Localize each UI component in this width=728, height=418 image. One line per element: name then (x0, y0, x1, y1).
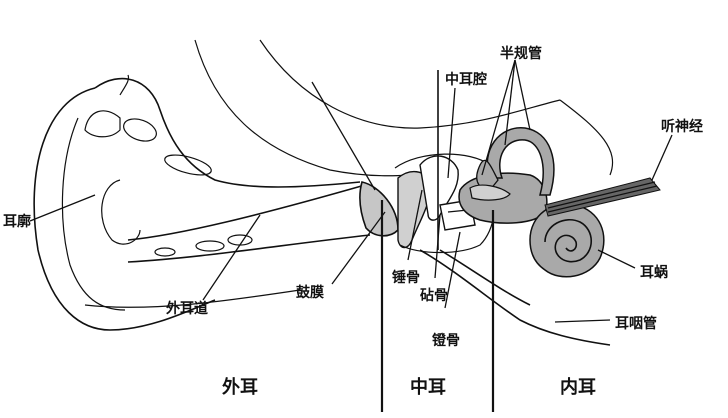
label-incus: 砧骨 (420, 287, 448, 304)
label-stapes: 镫骨 (432, 332, 460, 349)
label-semicircular-canals: 半规管 (500, 45, 542, 62)
pinna-outline (33, 74, 361, 331)
label-eardrum: 鼓膜 (296, 284, 324, 301)
label-ear-canal: 外耳道 (166, 300, 208, 317)
label-auditory-nerve: 听神经 (661, 118, 703, 135)
semicircular-canals (486, 127, 555, 196)
label-middle-ear-cavity: 中耳腔 (445, 71, 487, 88)
leader-lines (29, 59, 673, 323)
auditory-nerve (544, 177, 661, 217)
label-cochlea: 耳蜗 (640, 265, 668, 281)
section-outer-ear: 外耳 (222, 376, 258, 398)
label-eustachian-tube: 耳咽管 (615, 315, 657, 332)
cochlea (529, 203, 605, 278)
lower-contour (84, 289, 301, 308)
inner-ear (458, 127, 605, 278)
section-inner-ear: 内耳 (560, 376, 596, 398)
label-malleus: 锤骨 (392, 269, 420, 286)
label-pinna: 耳廓 (3, 213, 31, 230)
ear-canal (127, 184, 371, 263)
section-middle-ear: 中耳 (410, 376, 446, 398)
eardrum (359, 181, 399, 237)
eustachian-tube (419, 249, 611, 346)
